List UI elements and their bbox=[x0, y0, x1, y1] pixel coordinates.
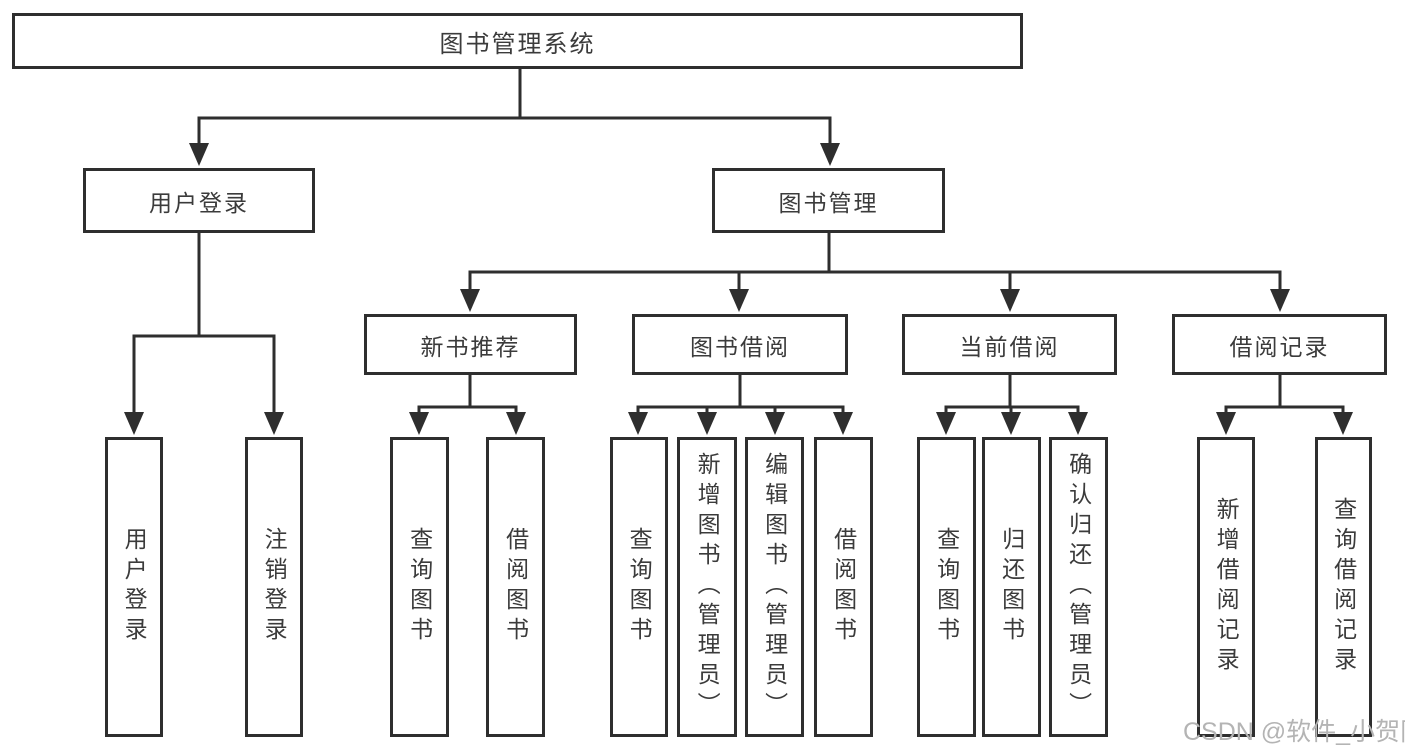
csdn-watermark: CSDN @软件_小贺同学 bbox=[1183, 718, 1405, 746]
leaf-label: 借阅图书 bbox=[830, 527, 857, 647]
leaf-label: 查询借阅记录 bbox=[1330, 497, 1357, 677]
leaf-label: 编辑图书（管理员） bbox=[761, 452, 788, 722]
node-library-management-system: 图书管理系统 bbox=[12, 13, 1023, 69]
arrowheads bbox=[124, 143, 1353, 435]
rail-recommend-leaves bbox=[417, 405, 518, 418]
leaf-confirm-return-admin: 确认归还（管理员） bbox=[1049, 437, 1108, 737]
leaf-label: 新增图书（管理员） bbox=[694, 452, 721, 722]
leaf-label: 注销登录 bbox=[261, 527, 288, 647]
arrowhead-icon bbox=[628, 412, 648, 435]
leaf-edit-book-admin: 编辑图书（管理员） bbox=[745, 437, 804, 737]
leaf-label: 新增借阅记录 bbox=[1213, 497, 1240, 677]
rail-records-leaves bbox=[1224, 405, 1345, 418]
node-current-borrow: 当前借阅 bbox=[902, 314, 1117, 375]
leaf-logout: 注销登录 bbox=[245, 437, 303, 737]
node-user-login: 用户登录 bbox=[83, 168, 315, 233]
arrowhead-icon bbox=[1270, 289, 1290, 312]
arrowhead-icon bbox=[729, 289, 749, 312]
arrowhead-icon bbox=[1000, 289, 1020, 312]
node-borrow-records: 借阅记录 bbox=[1172, 314, 1387, 375]
arrowhead-icon bbox=[506, 412, 526, 435]
node-book-management: 图书管理 bbox=[712, 168, 945, 233]
leaf-query-books-recommend: 查询图书 bbox=[390, 437, 449, 737]
arrowhead-icon bbox=[1001, 412, 1021, 435]
leaf-label: 查询图书 bbox=[626, 527, 653, 647]
leaf-borrow-books: 借阅图书 bbox=[814, 437, 873, 737]
arrowhead-icon bbox=[697, 412, 717, 435]
leaf-label: 确认归还（管理员） bbox=[1065, 452, 1092, 722]
leaf-label: 用户登录 bbox=[121, 527, 148, 647]
leaf-add-borrow-record: 新增借阅记录 bbox=[1197, 437, 1255, 737]
rail-user-login-leaves bbox=[132, 334, 276, 418]
arrowhead-icon bbox=[264, 412, 284, 435]
node-book-borrow: 图书借阅 bbox=[632, 314, 848, 375]
leaf-label: 查询图书 bbox=[406, 527, 433, 647]
node-new-book-recommend: 新书推荐 bbox=[364, 314, 577, 375]
leaf-add-book-admin: 新增图书（管理员） bbox=[677, 437, 737, 737]
arrowhead-icon bbox=[820, 143, 840, 166]
arrowhead-icon bbox=[124, 412, 144, 435]
rail-level2 bbox=[197, 116, 832, 146]
arrowhead-icon bbox=[1216, 412, 1236, 435]
arrowhead-icon bbox=[765, 412, 785, 435]
leaf-query-books-current: 查询图书 bbox=[917, 437, 976, 737]
leaf-label: 查询图书 bbox=[933, 527, 960, 647]
leaf-query-books-borrow: 查询图书 bbox=[610, 437, 668, 737]
leaf-query-borrow-record: 查询借阅记录 bbox=[1315, 437, 1372, 737]
arrowhead-icon bbox=[460, 289, 480, 312]
arrowhead-icon bbox=[189, 143, 209, 166]
leaf-return-book: 归还图书 bbox=[982, 437, 1041, 737]
leaf-user-login: 用户登录 bbox=[105, 437, 163, 737]
arrowhead-icon bbox=[833, 412, 853, 435]
rail-level3 bbox=[468, 270, 1282, 294]
leaf-label: 归还图书 bbox=[998, 527, 1025, 647]
rail-borrow-leaves bbox=[636, 405, 845, 418]
arrowhead-icon bbox=[409, 412, 429, 435]
leaf-borrow-books-recommend: 借阅图书 bbox=[486, 437, 545, 737]
arrowhead-icon bbox=[1333, 412, 1353, 435]
leaf-label: 借阅图书 bbox=[502, 527, 529, 647]
arrowhead-icon bbox=[936, 412, 956, 435]
arrowhead-icon bbox=[1068, 412, 1088, 435]
